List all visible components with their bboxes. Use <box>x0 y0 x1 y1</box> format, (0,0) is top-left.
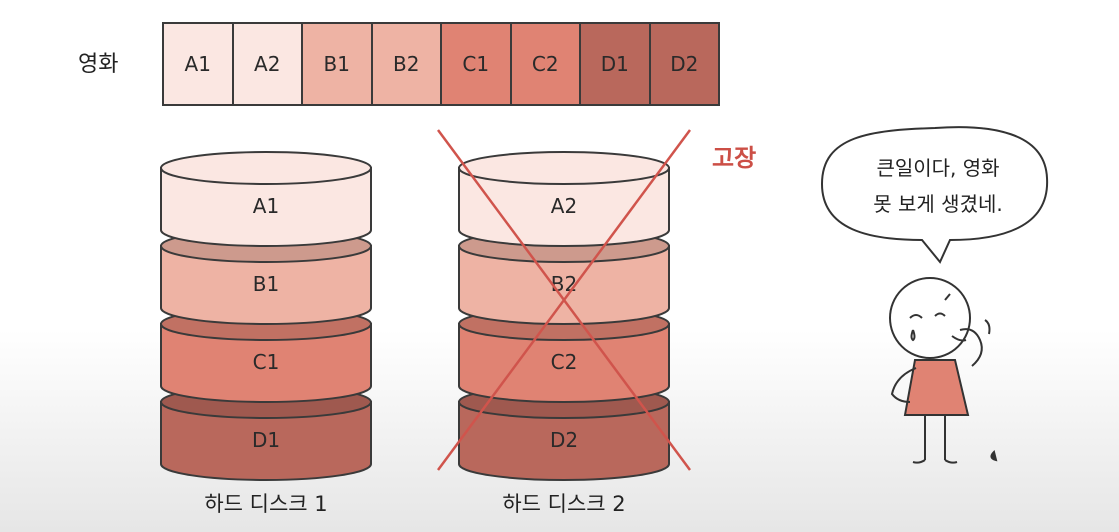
platter-label-c2: C2 <box>551 350 578 374</box>
platter-label-a1: A1 <box>253 194 279 218</box>
speech-text: 큰일이다, 영화 못 보게 생겼네. <box>828 150 1048 222</box>
platter-label-d2: D2 <box>550 428 578 452</box>
hard-disk-2-label: 하드 디스크 2 <box>454 488 674 518</box>
speech-line-1: 큰일이다, 영화 <box>828 150 1048 186</box>
hard-disk-1-label: 하드 디스크 1 <box>156 488 376 518</box>
platter-top-a2 <box>459 152 669 184</box>
platter-label-d1: D1 <box>252 428 280 452</box>
platter-label-b1: B1 <box>253 272 279 296</box>
platter-label-c1: C1 <box>253 350 280 374</box>
failure-label: 고장 <box>712 138 756 173</box>
hard-disk-1-stack: D1 C1 B1 A1 <box>161 152 371 480</box>
worried-character <box>890 278 996 463</box>
platter-label-a2: A2 <box>551 194 577 218</box>
speech-line-2: 못 보게 생겼네. <box>828 186 1048 222</box>
platter-label-b2: B2 <box>551 272 577 296</box>
platter-top-a1 <box>161 152 371 184</box>
